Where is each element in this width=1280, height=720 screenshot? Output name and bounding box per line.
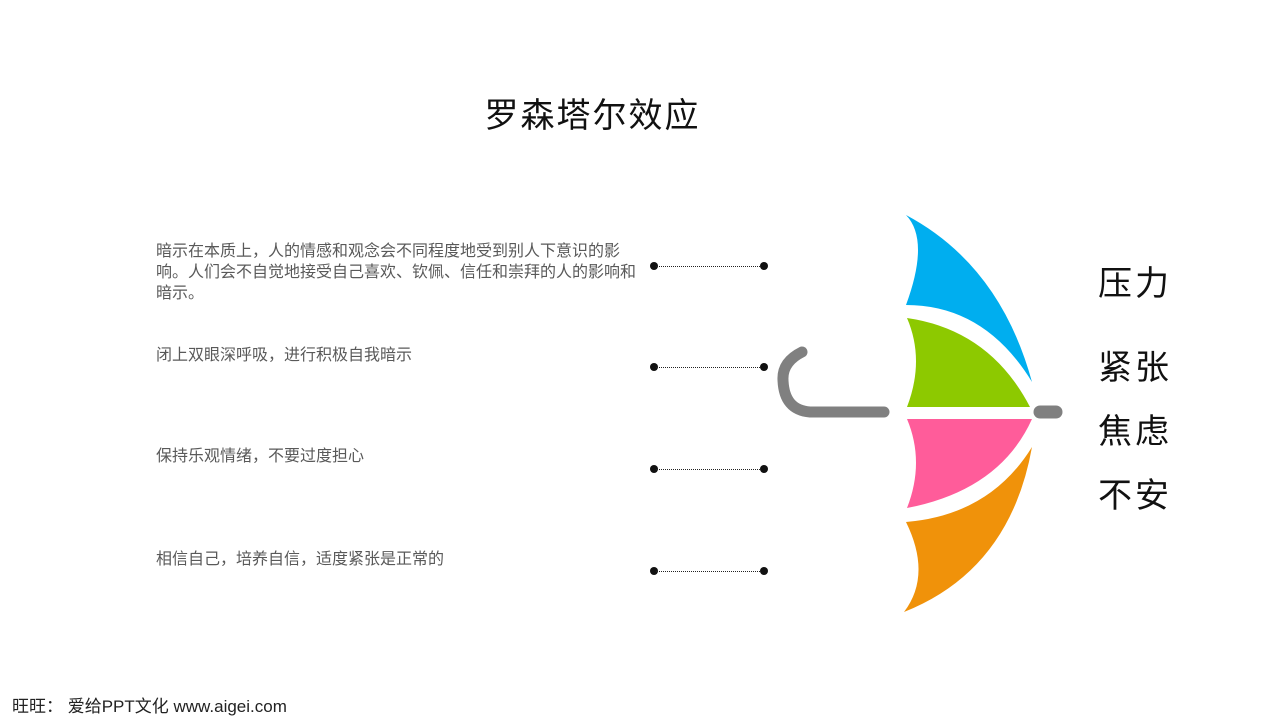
connector-line-4 <box>650 567 768 575</box>
word-4: 不安 <box>1098 476 1172 516</box>
umbrella-handle <box>777 346 890 418</box>
connector-line-1 <box>650 262 768 270</box>
connector-line-2 <box>650 363 768 371</box>
dotted-line <box>656 570 762 572</box>
dotted-line <box>656 366 762 368</box>
item-text-3: 保持乐观情绪，不要过度担心 <box>156 446 365 465</box>
umbrella-segment-pink <box>907 419 1032 508</box>
page-title: 罗森塔尔效应 <box>484 96 701 136</box>
word-3: 焦虑 <box>1098 412 1172 452</box>
connector-dot <box>650 567 658 575</box>
item-text-2: 闭上双眼深呼吸，进行积极自我暗示 <box>156 345 413 364</box>
connector-line-3 <box>650 465 768 473</box>
connector-dot <box>760 262 768 270</box>
item-text-4: 相信自己，培养自信，适度紧张是正常的 <box>156 549 445 568</box>
word-1: 压力 <box>1098 264 1172 304</box>
connector-dot <box>760 465 768 473</box>
umbrella-segment-orange <box>904 447 1032 612</box>
connector-dot <box>650 363 658 371</box>
item-text-1: 暗示在本质上，人的情感和观念会不同程度地受到别人下意识的影响。人们会不自觉地接受… <box>156 241 637 302</box>
connector-dot <box>650 262 658 270</box>
umbrella-icon <box>777 215 1063 612</box>
word-2: 紧张 <box>1098 348 1172 388</box>
connector-dot <box>760 363 768 371</box>
umbrella-segment-green <box>907 318 1030 407</box>
dotted-line <box>656 265 762 267</box>
dotted-line <box>656 468 762 470</box>
connector-dot <box>650 465 658 473</box>
umbrella-segment-blue <box>906 215 1032 382</box>
connector-dot <box>760 567 768 575</box>
footer-credit: 旺旺： 爱给PPT文化 www.aigei.com <box>12 697 287 716</box>
